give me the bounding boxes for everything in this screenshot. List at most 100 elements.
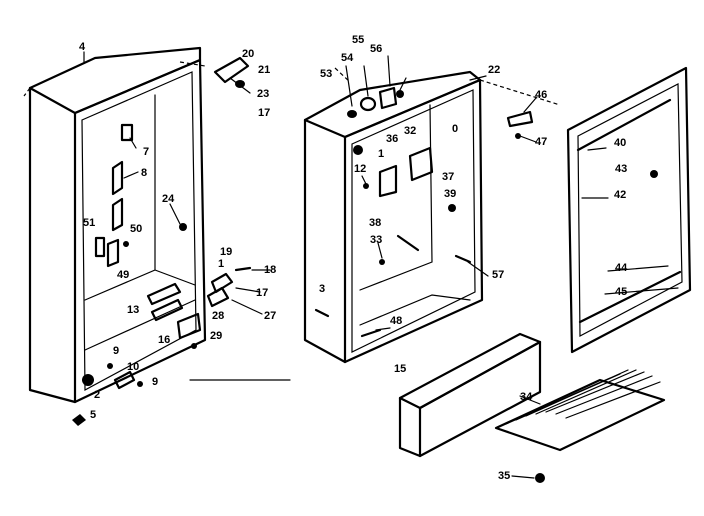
callout: 16 xyxy=(158,334,170,346)
callout: 48 xyxy=(390,315,402,327)
gasket-inner xyxy=(577,83,683,337)
callout: 4 xyxy=(79,41,86,53)
callout: 20 xyxy=(242,48,254,60)
gasket-top-strip xyxy=(576,98,672,152)
part-screw-9a xyxy=(107,363,113,369)
part-hinge-8b xyxy=(111,197,124,232)
part-light-32 xyxy=(408,146,434,182)
callout: 27 xyxy=(264,310,276,322)
part-56 xyxy=(396,90,404,98)
callout: 1 xyxy=(378,148,384,160)
part-hinge-10 xyxy=(113,370,136,390)
panel-front xyxy=(418,340,542,458)
part-leveler-5 xyxy=(82,374,94,386)
left-cabinet-top xyxy=(28,46,202,115)
left-cabinet-inner-floor xyxy=(154,269,196,286)
part-55 xyxy=(378,86,398,110)
shelf-outline xyxy=(494,378,666,452)
callout: 5 xyxy=(90,409,96,421)
part-clip-7 xyxy=(120,123,134,142)
callout: 29 xyxy=(210,330,222,342)
left-cabinet-side xyxy=(28,86,77,404)
callout: 3 xyxy=(319,283,325,295)
callout: 24 xyxy=(162,193,175,205)
gasket-outer xyxy=(566,66,692,354)
part-54 xyxy=(359,96,377,112)
callout: 9 xyxy=(152,376,158,388)
part-foot-2 xyxy=(72,414,86,426)
callout: 21 xyxy=(258,64,270,76)
callout: 0 xyxy=(452,123,458,135)
part-bracket-20 xyxy=(213,56,250,84)
callout: 9 xyxy=(113,345,119,357)
left-cabinet-leader-dashes xyxy=(23,61,206,97)
part-thermostat-19 xyxy=(210,272,234,294)
callout: 55 xyxy=(352,34,364,46)
shelf-wires xyxy=(505,369,661,425)
part-screw-33 xyxy=(379,259,385,265)
center-cabinet-side xyxy=(303,118,347,364)
center-cabinet-parts xyxy=(314,86,534,338)
left-cabinet xyxy=(23,46,207,404)
part-43 xyxy=(650,170,658,178)
callouts: 2 3 4 5 7 8 9 9 10 12 13 15 16 17 17 18 … xyxy=(79,34,628,482)
callout: 53 xyxy=(320,68,332,80)
part-thermostat-1 xyxy=(378,164,398,198)
callout: 46 xyxy=(535,89,547,101)
callout: 7 xyxy=(143,146,149,158)
part-57 xyxy=(454,254,472,264)
callout: 44 xyxy=(615,262,628,274)
callout: 56 xyxy=(370,43,382,55)
part-3 xyxy=(314,308,330,318)
callout: 19 xyxy=(220,246,232,258)
center-cabinet-opening xyxy=(351,89,476,353)
callout: 36 xyxy=(386,133,398,145)
part-plate-16 xyxy=(150,298,184,322)
callout: 13 xyxy=(127,304,139,316)
callout: 22 xyxy=(488,64,500,76)
panel-side xyxy=(398,396,422,458)
callout: 28 xyxy=(212,310,224,322)
leader-lines xyxy=(83,51,679,479)
part-screw-9b xyxy=(137,381,143,387)
callout: 37 xyxy=(442,171,454,183)
left-cabinet-parts xyxy=(72,56,252,426)
part-screw-29 xyxy=(191,343,197,349)
callout: 40 xyxy=(614,137,626,149)
part-screw-18 xyxy=(234,266,252,272)
part-spacer-51 xyxy=(94,236,106,258)
door-gasket-frame xyxy=(566,66,692,354)
part-cover-28 xyxy=(176,312,202,340)
part-screw-24 xyxy=(179,223,187,231)
part-46 xyxy=(506,110,534,128)
callout: 49 xyxy=(117,269,129,281)
part-bracket-27 xyxy=(206,286,230,308)
callout: 33 xyxy=(370,234,382,246)
center-cabinet-inner-floor xyxy=(359,294,471,326)
callout: 42 xyxy=(614,189,626,201)
part-hinge-8a xyxy=(111,160,124,196)
part-cover-13 xyxy=(146,282,182,306)
center-cabinet-front-frame xyxy=(343,78,484,364)
callout: 12 xyxy=(354,163,366,175)
left-cabinet-front-frame xyxy=(73,58,207,404)
gasket-bottom-strip xyxy=(578,270,682,324)
part-47 xyxy=(515,133,521,139)
center-cabinet-leader-dashes xyxy=(334,67,561,106)
callout: 2 xyxy=(94,389,100,401)
callout: 38 xyxy=(369,217,381,229)
callout: 47 xyxy=(535,136,547,148)
part-36 xyxy=(353,145,363,155)
callout: 51 xyxy=(83,217,95,229)
callout: 1 xyxy=(218,258,224,270)
callout: 57 xyxy=(492,269,504,281)
callout: 10 xyxy=(127,361,139,373)
part-screw-12 xyxy=(363,183,369,189)
part-48 xyxy=(360,328,382,338)
callout: 17 xyxy=(256,287,268,299)
callout: 15 xyxy=(394,363,406,375)
callout: 39 xyxy=(444,188,456,200)
callout: 23 xyxy=(257,88,269,100)
callout: 32 xyxy=(404,125,416,137)
